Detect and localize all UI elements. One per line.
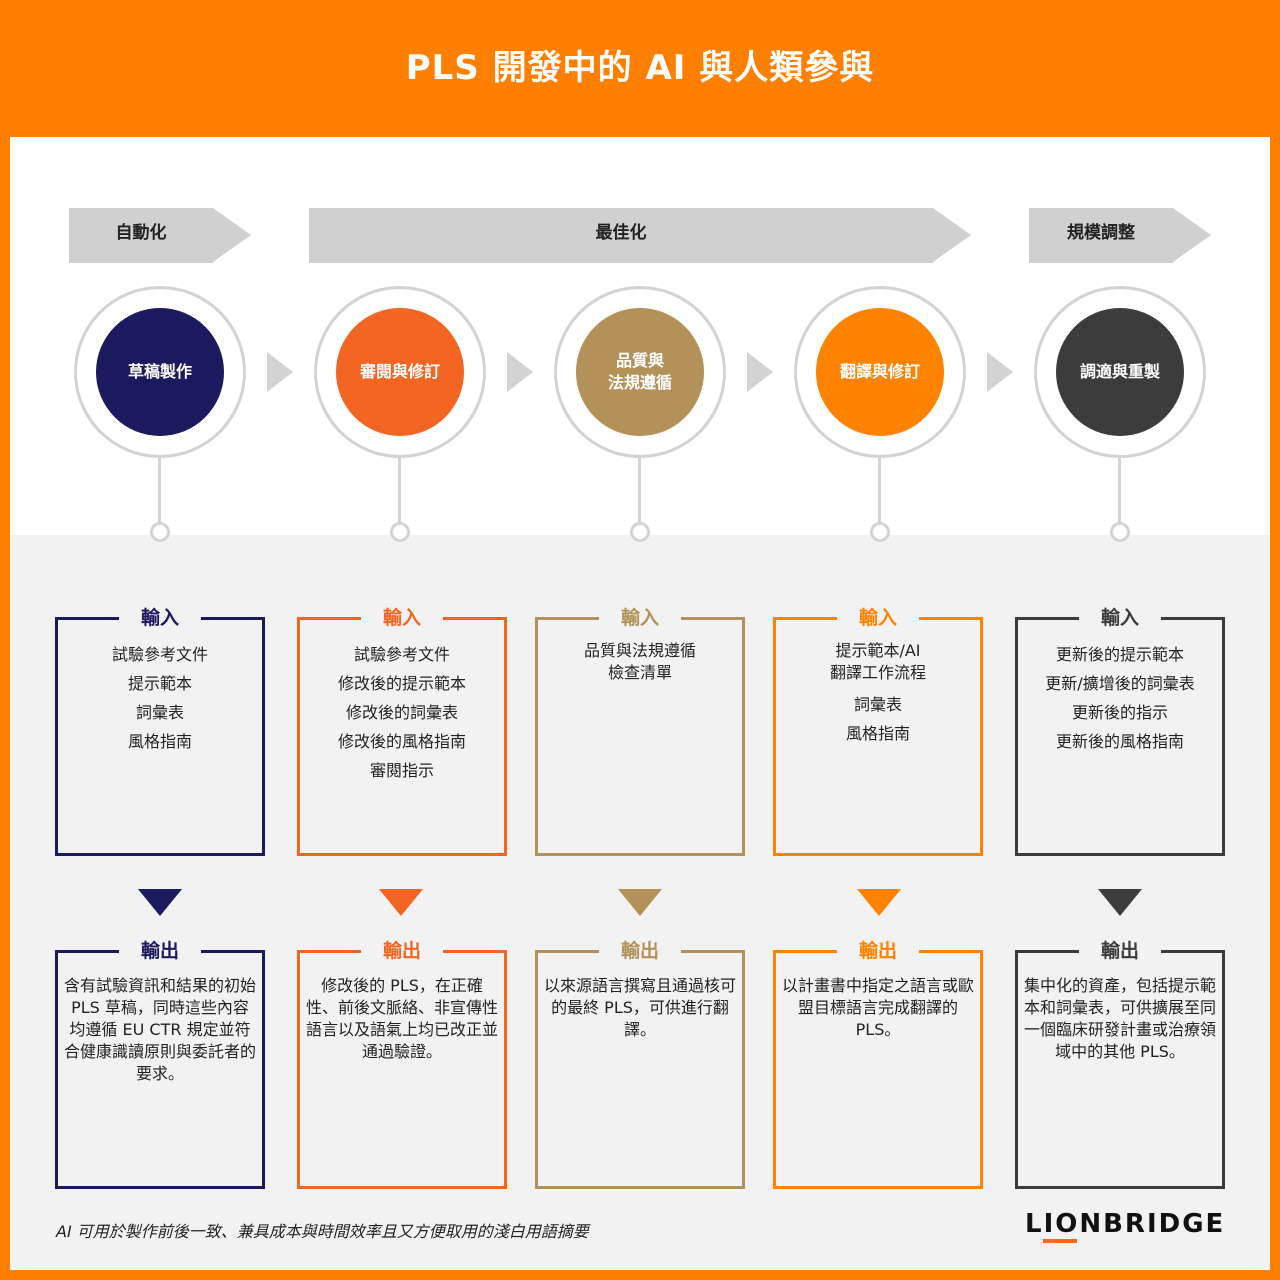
phase-label: 最佳化 <box>595 223 647 243</box>
phase-scaling: 規模調整 <box>1029 208 1211 263</box>
node-dot <box>150 522 170 542</box>
output-box-quality: 輸出 以來源語言撰寫且通過核可的最終 PLS，可供進行翻譯。 <box>535 936 745 1189</box>
step-circle-quality: 品質與 法規遵循 <box>576 308 704 436</box>
input-list: 提示範本/AI 翻譯工作流程 詞彙表 風格指南 <box>776 640 980 748</box>
input-item: 更新後的提示範本 <box>1055 645 1184 664</box>
output-box-translation: 輸出 以計畫書中指定之語言或歐盟目標語言完成翻譯的 PLS。 <box>773 936 983 1189</box>
output-heading: 輸出 <box>836 936 920 963</box>
output-text: 修改後的 PLS，在正確性、前後文脈絡、非宣傳性語言以及語氣上均已改正並通過驗證… <box>306 976 499 1061</box>
step-ring: 審閱與修訂 <box>314 286 486 458</box>
input-heading: 輸入 <box>1078 603 1162 630</box>
input-heading: 輸入 <box>360 603 444 630</box>
node-dot <box>630 522 650 542</box>
step-ring: 調適與重製 <box>1034 286 1206 458</box>
input-item: 風格指南 <box>127 732 192 751</box>
input-item: 修改後的提示範本 <box>337 674 466 693</box>
output-text: 含有試驗資訊和結果的初始 PLS 草稿，同時這些內容均遵循 EU CTR 規定並… <box>64 976 257 1083</box>
input-item: 詞彙表 <box>135 703 184 722</box>
output-box-review: 輸出 修改後的 PLS，在正確性、前後文脈絡、非宣傳性語言以及語氣上均已改正並通… <box>297 936 507 1189</box>
arrow-down-icon <box>379 889 423 916</box>
phase-label: 規模調整 <box>1067 223 1135 243</box>
output-heading: 輸出 <box>360 936 444 963</box>
output-heading: 輸出 <box>598 936 682 963</box>
stem-line <box>1118 458 1121 524</box>
input-item: 詞彙表 <box>853 695 902 714</box>
input-list: 品質與法規遵循 檢查清單 <box>538 640 742 684</box>
step-ring: 品質與 法規遵循 <box>554 286 726 458</box>
step-circle-draft: 草稿製作 <box>96 308 224 436</box>
node-dot <box>870 522 890 542</box>
arrow-right-icon <box>507 352 533 392</box>
logo-underline <box>1043 1239 1077 1243</box>
stem-line <box>638 458 641 524</box>
phase-optimization: 最佳化 <box>309 208 971 263</box>
input-item: 更新後的指示 <box>1071 703 1168 722</box>
input-item: 修改後的風格指南 <box>337 732 466 751</box>
input-item: 提示範本/AI 翻譯工作流程 <box>829 641 926 682</box>
input-item: 更新/擴增後的詞彙表 <box>1045 674 1195 693</box>
phase-automation: 自動化 <box>69 208 251 263</box>
arrow-down-icon <box>857 889 901 916</box>
arrow-right-icon <box>987 352 1013 392</box>
footnote: AI 可用於製作前後一致、兼具成本與時間效率且又方便取用的淺白用語摘要 <box>56 1222 589 1241</box>
input-item: 審閱指示 <box>369 761 434 780</box>
output-heading: 輸出 <box>118 936 202 963</box>
input-item: 品質與法規遵循 檢查清單 <box>583 641 696 682</box>
output-box-draft: 輸出 含有試驗資訊和結果的初始 PLS 草稿，同時這些內容均遵循 EU CTR … <box>55 936 265 1189</box>
input-list: 試驗參考文件 提示範本 詞彙表 風格指南 <box>58 640 262 756</box>
input-heading: 輸入 <box>598 603 682 630</box>
input-item: 風格指南 <box>845 724 910 743</box>
input-item: 更新後的風格指南 <box>1055 732 1184 751</box>
node-dot <box>390 522 410 542</box>
stem-line <box>398 458 401 524</box>
step-ring: 草稿製作 <box>74 286 246 458</box>
arrow-right-icon <box>267 352 293 392</box>
input-heading: 輸入 <box>118 603 202 630</box>
step-circle-review: 審閱與修訂 <box>336 308 464 436</box>
output-box-adapt: 輸出 集中化的資產，包括提示範本和詞彙表，可供擴展至同一個臨床研發計畫或治療領域… <box>1015 936 1225 1189</box>
stem-line <box>878 458 881 524</box>
node-dot <box>1110 522 1130 542</box>
step-ring: 翻譯與修訂 <box>794 286 966 458</box>
input-list: 試驗參考文件 修改後的提示範本 修改後的詞彙表 修改後的風格指南 審閱指示 <box>300 640 504 785</box>
arrow-down-icon <box>138 889 182 916</box>
input-item: 提示範本 <box>127 674 192 693</box>
input-box-quality: 輸入 品質與法規遵循 檢查清單 <box>535 603 745 856</box>
stem-line <box>158 458 161 524</box>
input-item: 試驗參考文件 <box>111 645 208 664</box>
input-item: 試驗參考文件 <box>353 645 450 664</box>
input-box-adapt: 輸入 更新後的提示範本 更新/擴增後的詞彙表 更新後的指示 更新後的風格指南 <box>1015 603 1225 856</box>
arrow-right-icon <box>747 352 773 392</box>
step-circle-translation: 翻譯與修訂 <box>816 308 944 436</box>
input-list: 更新後的提示範本 更新/擴增後的詞彙表 更新後的指示 更新後的風格指南 <box>1018 640 1222 756</box>
input-box-draft: 輸入 試驗參考文件 提示範本 詞彙表 風格指南 <box>55 603 265 856</box>
phase-label: 自動化 <box>115 223 167 243</box>
output-text: 集中化的資產，包括提示範本和詞彙表，可供擴展至同一個臨床研發計畫或治療領域中的其… <box>1024 976 1217 1061</box>
lionbridge-logo: LIONBRIDGE <box>1025 1209 1226 1239</box>
step-circle-adapt: 調適與重製 <box>1056 308 1184 436</box>
input-heading: 輸入 <box>836 603 920 630</box>
input-box-review: 輸入 試驗參考文件 修改後的提示範本 修改後的詞彙表 修改後的風格指南 審閱指示 <box>297 603 507 856</box>
input-box-translation: 輸入 提示範本/AI 翻譯工作流程 詞彙表 風格指南 <box>773 603 983 856</box>
header-bar: PLS 開發中的 AI 與人類參與 <box>0 0 1280 136</box>
arrow-down-icon <box>618 889 662 916</box>
arrow-down-icon <box>1098 889 1142 916</box>
input-item: 修改後的詞彙表 <box>345 703 458 722</box>
output-text: 以來源語言撰寫且通過核可的最終 PLS，可供進行翻譯。 <box>544 976 737 1039</box>
page-title: PLS 開發中的 AI 與人類參與 <box>405 48 875 88</box>
output-text: 以計畫書中指定之語言或歐盟目標語言完成翻譯的 PLS。 <box>782 976 975 1039</box>
output-heading: 輸出 <box>1078 936 1162 963</box>
